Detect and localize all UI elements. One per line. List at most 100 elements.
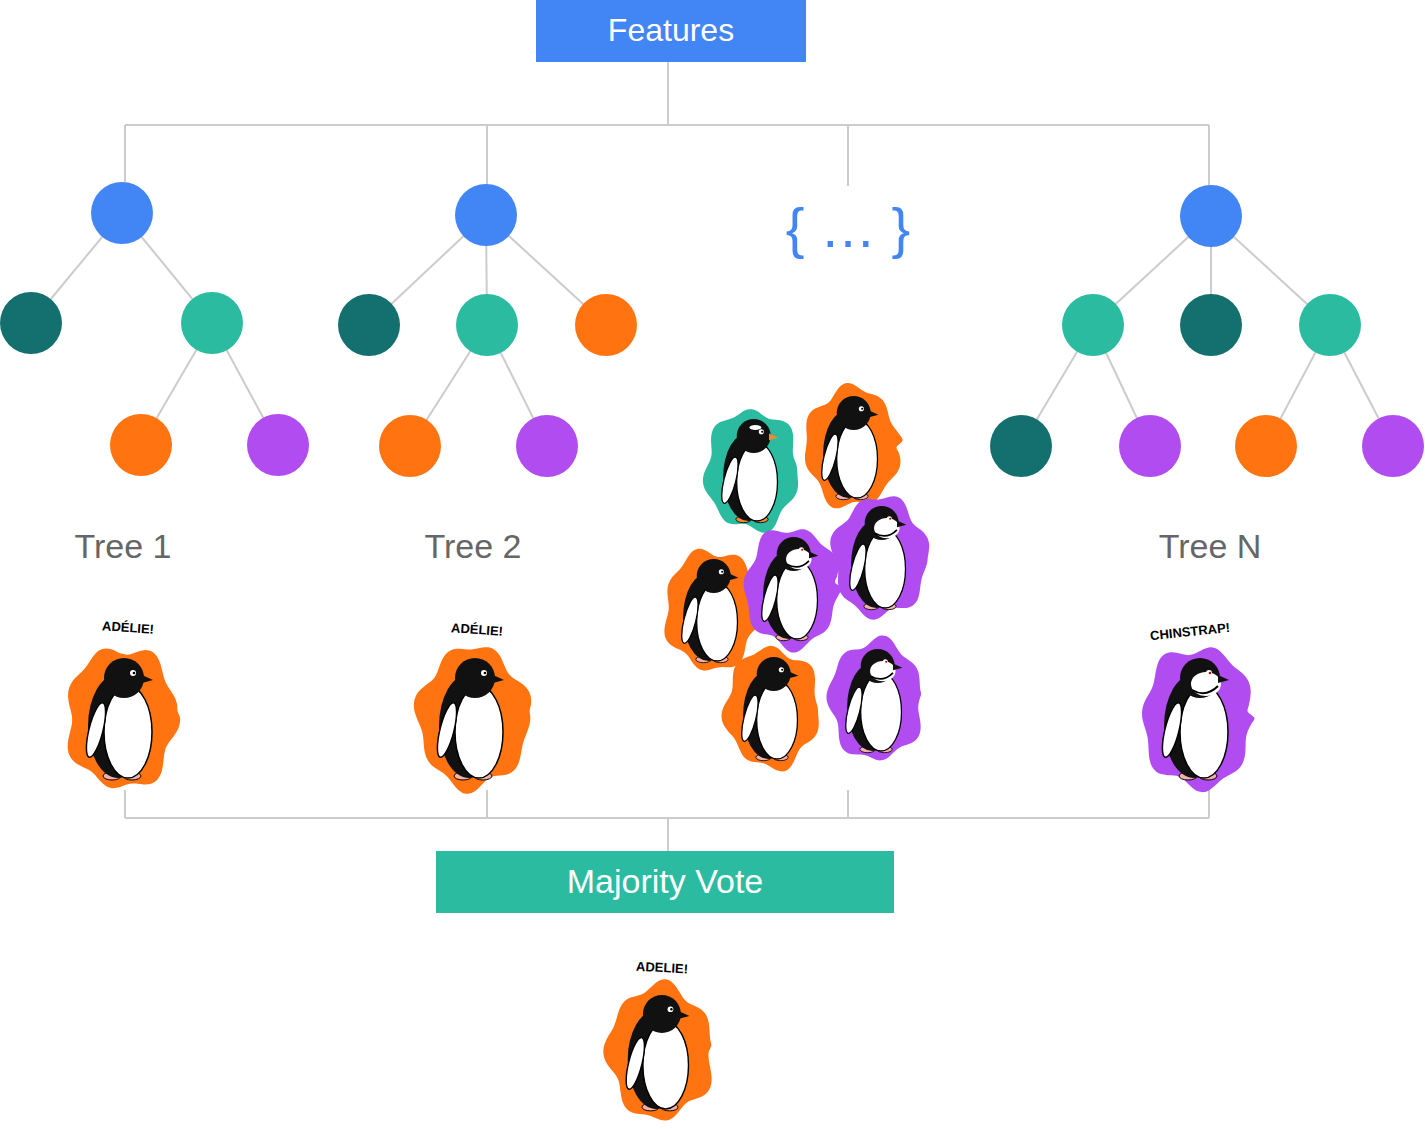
speech-label: ADÉLIE! bbox=[451, 621, 504, 639]
penguin-head bbox=[757, 657, 791, 691]
penguin-pupil bbox=[670, 1008, 672, 1010]
penguin-pupil bbox=[484, 672, 487, 675]
tree-node-circle bbox=[575, 294, 637, 356]
chin-strap bbox=[1192, 686, 1218, 693]
decision-tree bbox=[990, 185, 1424, 477]
penguin-figure bbox=[414, 647, 531, 794]
penguin-head bbox=[865, 506, 899, 540]
color-splash bbox=[703, 409, 798, 533]
penguin-flipper bbox=[842, 686, 865, 735]
penguin-face bbox=[874, 518, 900, 538]
penguin-belly bbox=[697, 583, 738, 661]
penguin-pupil bbox=[861, 408, 863, 410]
penguin-flipper bbox=[622, 1036, 648, 1091]
penguin-flipper bbox=[82, 701, 109, 759]
tree-label: Tree 1 bbox=[74, 528, 171, 565]
penguin-pupil bbox=[761, 431, 763, 433]
penguin-face bbox=[786, 549, 812, 569]
penguin-flipper bbox=[1158, 701, 1185, 759]
chin-strap bbox=[875, 530, 897, 536]
penguin-face bbox=[1191, 672, 1221, 696]
penguin-flipper bbox=[738, 694, 761, 743]
penguin-figure bbox=[826, 635, 921, 760]
tree-node-circle bbox=[1299, 294, 1361, 356]
decision-tree bbox=[338, 184, 637, 477]
merge-wire bbox=[125, 790, 1209, 851]
penguin-figure bbox=[830, 496, 929, 620]
penguin-beak bbox=[1218, 675, 1229, 683]
penguin-belly bbox=[737, 443, 778, 521]
penguin-flipper bbox=[846, 543, 869, 592]
features-box: Features bbox=[536, 0, 806, 62]
speech-label: ADÉLIE! bbox=[102, 619, 155, 637]
penguin-head bbox=[104, 658, 144, 698]
penguin-flipper bbox=[818, 433, 841, 482]
penguin-beak bbox=[789, 671, 798, 678]
penguin-group bbox=[68, 383, 1255, 1121]
penguin-head bbox=[837, 396, 871, 430]
tree-node-circle bbox=[110, 414, 172, 476]
speech-label: CHINSTRAP! bbox=[1149, 621, 1230, 644]
penguin-eye bbox=[481, 670, 487, 676]
tree-node-circle bbox=[990, 415, 1052, 477]
penguin-figure bbox=[805, 383, 903, 508]
penguin-beak bbox=[729, 573, 738, 580]
penguin-flipper bbox=[758, 574, 781, 623]
penguin-beak bbox=[769, 433, 778, 440]
penguin-belly bbox=[861, 673, 902, 751]
tree-node-circle bbox=[91, 182, 153, 244]
penguin-eye bbox=[883, 659, 888, 664]
penguin-eye bbox=[887, 516, 892, 521]
tree-node-circle bbox=[379, 415, 441, 477]
box-text: Features bbox=[608, 13, 734, 48]
penguin-pupil bbox=[801, 549, 803, 551]
penguin-head bbox=[455, 658, 495, 698]
penguin-pupil bbox=[889, 518, 891, 520]
penguin-pupil bbox=[1209, 672, 1212, 675]
speech-label: ADELIE! bbox=[636, 959, 689, 976]
penguin-belly bbox=[643, 1022, 689, 1109]
head-patch bbox=[749, 425, 761, 430]
penguin-figure bbox=[722, 646, 819, 772]
penguin-belly bbox=[837, 420, 878, 498]
color-splash bbox=[830, 496, 929, 620]
split-wire bbox=[125, 62, 1209, 186]
penguin-eye bbox=[719, 569, 724, 574]
penguin-beak bbox=[809, 551, 818, 558]
tree-node-circle bbox=[455, 184, 517, 246]
color-splash bbox=[603, 979, 711, 1120]
tree-node-circle bbox=[1362, 415, 1424, 477]
penguin-flipper bbox=[433, 701, 460, 759]
penguin-figure bbox=[603, 979, 711, 1120]
penguin-eye bbox=[859, 406, 864, 411]
penguin-pupil bbox=[885, 661, 887, 663]
penguin-head bbox=[777, 537, 811, 571]
penguin-head bbox=[697, 559, 731, 593]
tree-node-circle bbox=[1180, 294, 1242, 356]
box-text: Majority Vote bbox=[567, 863, 764, 900]
tree-node-circle bbox=[1119, 415, 1181, 477]
penguin-figure bbox=[68, 648, 181, 788]
penguin-belly bbox=[104, 686, 152, 778]
penguin-beak bbox=[679, 1011, 689, 1019]
penguin-eye bbox=[668, 1006, 674, 1012]
ellipsis-brace: { … } bbox=[786, 197, 911, 259]
penguin-beak bbox=[869, 410, 878, 417]
penguin-eye bbox=[759, 429, 764, 434]
penguin-figure bbox=[703, 409, 798, 533]
tree-label: Tree N bbox=[1159, 528, 1262, 565]
penguin-flipper bbox=[678, 596, 701, 645]
penguin-eye bbox=[1206, 670, 1212, 676]
penguin-pupil bbox=[721, 571, 723, 573]
penguin-head bbox=[1180, 658, 1220, 698]
wire-group bbox=[125, 62, 1209, 851]
tree-label: Tree 2 bbox=[424, 528, 521, 565]
chin-strap bbox=[787, 561, 809, 567]
chin-strap bbox=[871, 673, 893, 679]
color-splash bbox=[1142, 647, 1254, 792]
penguin-figure bbox=[1142, 647, 1254, 792]
penguin-belly bbox=[777, 561, 818, 639]
majority-vote-box: Majority Vote bbox=[436, 851, 894, 913]
penguin-belly bbox=[1180, 686, 1228, 778]
